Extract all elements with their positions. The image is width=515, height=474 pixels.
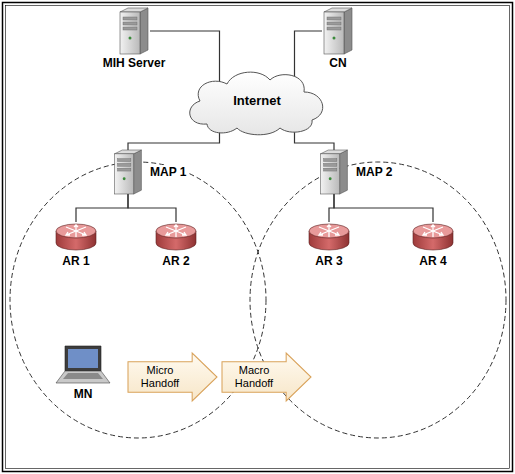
server-icon: MIH Server — [118, 8, 150, 54]
arrow-label: Macro Handoff — [226, 364, 282, 390]
server-front — [321, 154, 340, 194]
map1-domain — [10, 162, 266, 438]
server-front — [324, 12, 344, 54]
drive-slot — [123, 27, 137, 30]
shape-outline — [155, 222, 197, 252]
power-led — [129, 37, 132, 40]
drive-slot — [327, 17, 341, 20]
drive-slot — [123, 22, 137, 25]
block-arrow — [128, 353, 217, 401]
server-front — [120, 12, 140, 54]
inner-frame — [6, 6, 510, 469]
router-arrow — [174, 225, 178, 237]
power-led — [333, 37, 336, 40]
network-link — [334, 194, 433, 222]
router-top — [413, 224, 453, 238]
router-icon: AR 3 — [308, 222, 350, 252]
node-label: AR 1 — [60, 254, 91, 268]
server-side — [344, 8, 352, 54]
drive-slot — [323, 163, 336, 166]
server-side — [140, 8, 148, 54]
node-label: AR 3 — [313, 254, 344, 268]
drive-slot — [327, 27, 341, 30]
handoff-arrow: Macro Handoff — [222, 353, 311, 401]
node-label: MIH Server — [101, 56, 168, 70]
laptop-lid — [65, 346, 101, 371]
shape-outline — [112, 150, 144, 194]
handoff-arrow: Micro Handoff — [128, 353, 217, 401]
router-top — [56, 224, 96, 238]
cloud-outline — [190, 72, 323, 135]
router-top — [156, 224, 196, 238]
node-label: CN — [327, 56, 348, 70]
shape-outline — [322, 8, 354, 54]
node-label: AR 2 — [160, 254, 191, 268]
shape-outline — [308, 222, 350, 252]
arrow-label: Micro Handoff — [132, 364, 188, 390]
server-icon: CN — [322, 8, 354, 54]
laptop-screen — [68, 349, 98, 368]
power-led — [123, 177, 126, 180]
server-side — [340, 150, 348, 194]
network-link — [329, 194, 334, 222]
node-label: MAP 1 — [148, 165, 188, 179]
outer-frame — [3, 3, 513, 472]
router-icon: AR 4 — [412, 222, 454, 252]
shape-outline — [55, 345, 111, 385]
router-arrow — [74, 225, 78, 237]
node-label: MAP 2 — [354, 165, 394, 179]
laptop-keyboard — [63, 373, 103, 379]
network-link — [76, 194, 128, 222]
server-top — [120, 8, 148, 12]
drive-slot — [123, 17, 137, 20]
drive-slot — [327, 22, 341, 25]
server-top — [321, 150, 348, 154]
router-arrow — [431, 225, 435, 237]
internet-cloud: Internet — [182, 66, 332, 136]
router-icon: AR 1 — [55, 222, 97, 252]
server-icon: MAP 1 — [112, 150, 144, 194]
server-top — [115, 150, 142, 154]
laptop-icon: MN — [55, 345, 111, 385]
network-link — [128, 194, 176, 222]
server-side — [134, 150, 142, 194]
shape-outline — [318, 150, 350, 194]
drive-slot — [323, 159, 336, 162]
server-icon: MAP 2 — [318, 150, 350, 194]
shape-outline — [118, 8, 150, 54]
drive-slot — [117, 159, 130, 162]
router-arrow — [327, 225, 331, 237]
block-arrow — [222, 353, 311, 401]
server-front — [115, 154, 134, 194]
server-top — [324, 8, 352, 12]
drive-slot — [117, 168, 130, 171]
shape-outline — [412, 222, 454, 252]
laptop-base — [56, 371, 110, 383]
power-led — [329, 177, 332, 180]
drive-slot — [117, 163, 130, 166]
node-label: Internet — [231, 94, 283, 108]
router-top — [309, 224, 349, 238]
node-label: MN — [72, 387, 95, 401]
router-icon: AR 2 — [155, 222, 197, 252]
node-label: AR 4 — [417, 254, 448, 268]
shape-outline — [55, 222, 97, 252]
drive-slot — [323, 168, 336, 171]
